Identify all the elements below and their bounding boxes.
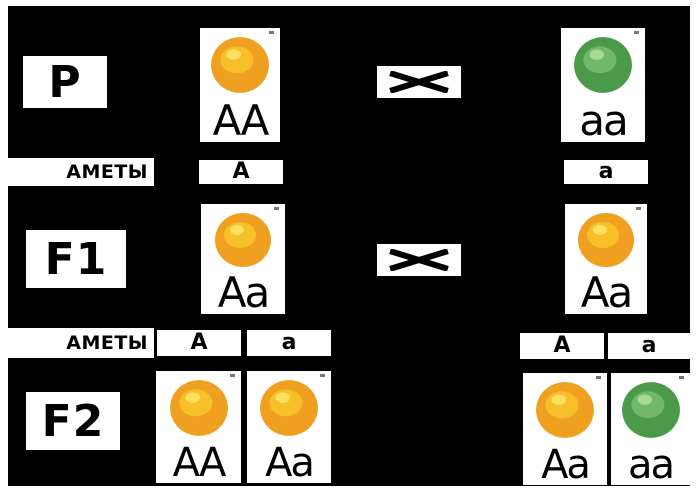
cross-symbol-f1 <box>377 244 461 276</box>
row-label-f1: F1 <box>26 230 126 288</box>
genotype-label: Aa <box>217 268 270 314</box>
gamete-f1-2: a <box>247 330 331 356</box>
pea-card-f1-1: Aa <box>201 204 285 314</box>
pea-card-parent-green: aa <box>561 28 645 142</box>
row-label-gametes-2: АМЕТЫ <box>8 328 154 358</box>
genotype-label: Aa <box>580 268 633 314</box>
row-label-f2: F2 <box>26 392 120 450</box>
cross-symbol-p <box>377 66 461 98</box>
row-label-p: P <box>23 56 107 108</box>
cross-icon <box>389 71 449 93</box>
pea-card-f2-2: Aa <box>247 371 331 483</box>
pea-card-f1-2: Aa <box>565 204 647 314</box>
yellow-pea-icon <box>211 37 269 93</box>
gamete-parent-2: a <box>564 160 648 184</box>
genotype-label: AA <box>212 96 270 142</box>
genotype-label: Aa <box>541 442 591 485</box>
yellow-pea-icon <box>260 380 318 436</box>
gamete-f1-4: a <box>608 333 690 359</box>
yellow-pea-icon <box>536 382 594 438</box>
gamete-f1-1: A <box>157 330 241 356</box>
genotype-label: AA <box>172 440 227 483</box>
diagram-canvas: P АМЕТЫ F1 АМЕТЫ F2 A a A a A a AA <box>8 6 690 486</box>
yellow-pea-icon <box>578 213 634 267</box>
yellow-pea-icon <box>215 213 271 267</box>
genotype-label: Aa <box>265 440 315 483</box>
genotype-label: aa <box>627 442 675 485</box>
pea-card-f2-1: AA <box>156 371 241 483</box>
cross-icon <box>389 249 449 271</box>
row-label-gametes-1: АМЕТЫ <box>8 158 154 186</box>
gamete-parent-1: A <box>199 160 283 184</box>
pea-card-f2-3: Aa <box>523 373 607 485</box>
pea-card-parent-yellow: AA <box>200 28 280 142</box>
genotype-label: aa <box>579 96 628 142</box>
yellow-pea-icon <box>169 380 228 436</box>
green-pea-icon <box>574 37 632 93</box>
gamete-f1-3: A <box>520 333 604 359</box>
pea-card-f2-4: aa <box>611 373 690 485</box>
green-pea-icon <box>621 382 680 438</box>
